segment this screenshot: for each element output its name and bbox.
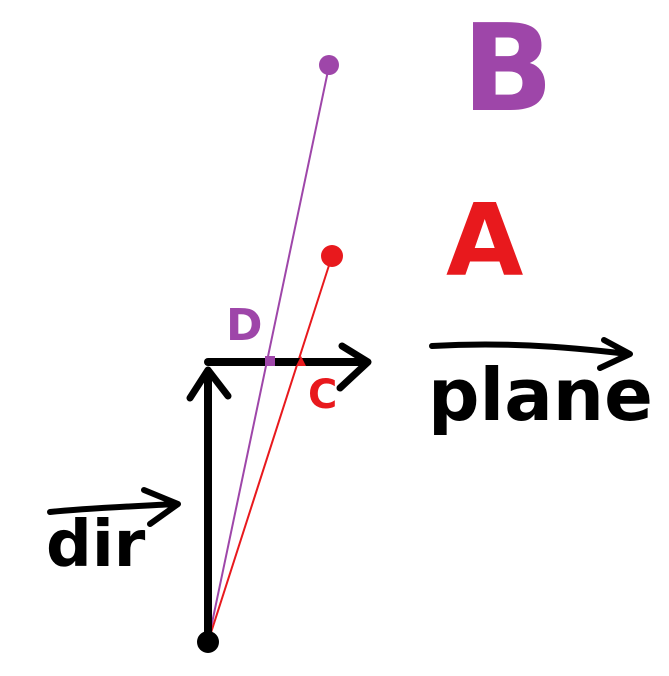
point-B: [319, 55, 339, 75]
label-A: A: [446, 182, 523, 299]
label-plane: plane: [428, 353, 653, 437]
label-C: C: [308, 372, 337, 418]
overline-arrow-icon: [429, 337, 633, 371]
label-dir: dir: [46, 508, 146, 582]
point-C-marker: [296, 356, 306, 366]
point-D-marker: [265, 356, 275, 366]
label-B: B: [462, 0, 553, 139]
label-D: D: [226, 300, 263, 351]
ray-to-B: [207, 65, 330, 643]
arrow-right-icon: [47, 487, 181, 527]
dir-vector: [186, 366, 232, 646]
plane-label-group: plane: [428, 337, 653, 437]
arrow-right-icon: [336, 342, 372, 392]
ray-to-A: [207, 255, 333, 643]
plane-vector: [204, 342, 372, 392]
point-A: [321, 245, 343, 267]
arrow-up-icon: [186, 366, 232, 402]
dir-label-group: dir: [46, 487, 181, 582]
camera-origin-point: [197, 631, 219, 653]
